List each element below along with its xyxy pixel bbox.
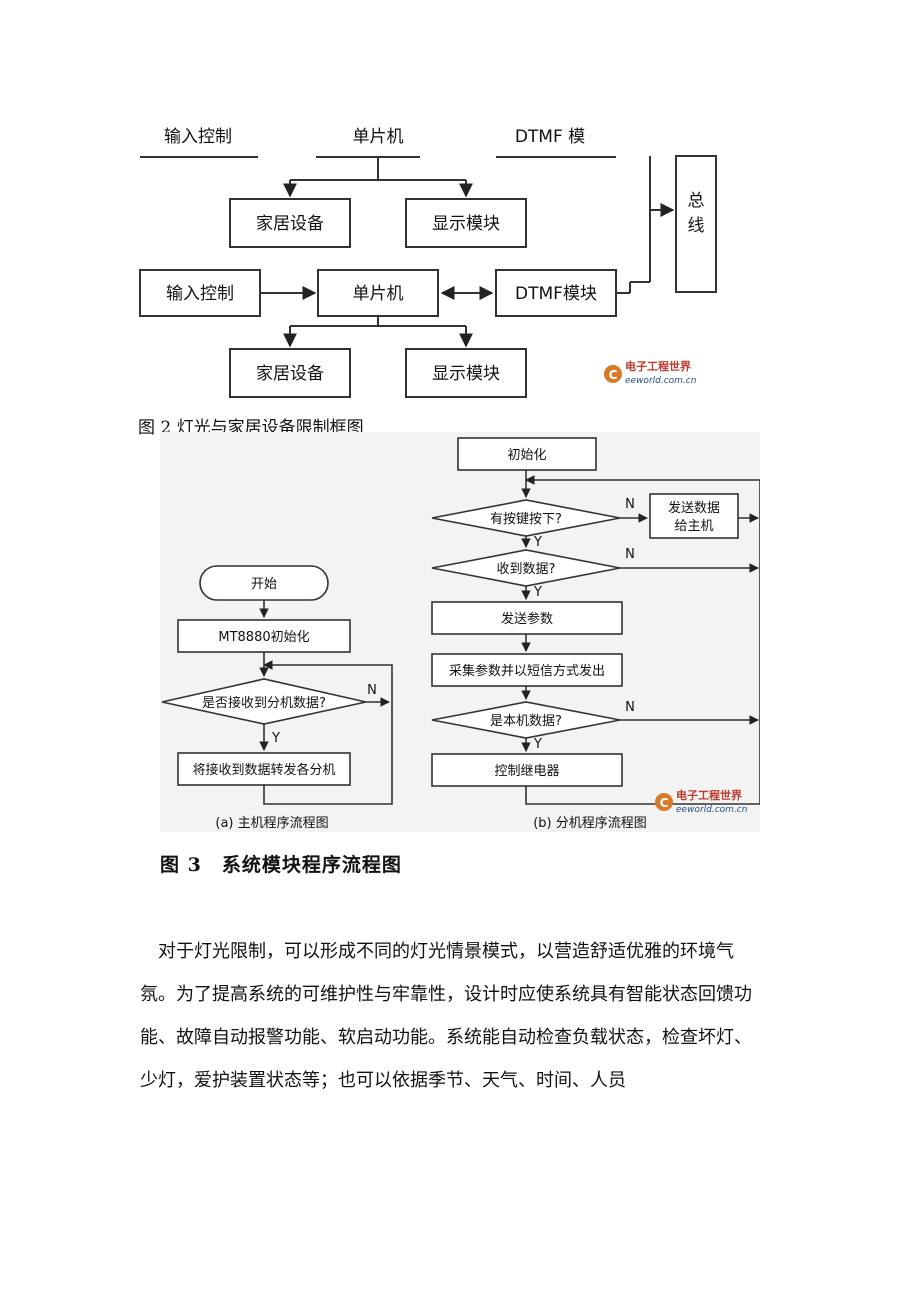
host-start: 开始 bbox=[251, 577, 277, 592]
ext-relay: 控制继电器 bbox=[494, 764, 559, 779]
mcu-label: 单片机 bbox=[353, 284, 404, 304]
svg-text:电子工程世界: 电子工程世界 bbox=[625, 359, 691, 373]
figure2-block-diagram: 输入控制 单片机 DTMF 模 家居设备 显示模块 总 线 输入控制 单片机 D… bbox=[139, 127, 717, 398]
top-mcu-label: 单片机 bbox=[353, 127, 404, 147]
ext-recv: 收到数据? bbox=[497, 562, 556, 577]
host-forward: 将接收到数据转发各分机 bbox=[192, 762, 335, 778]
ext-yes-3: Y bbox=[533, 737, 542, 752]
input-control-label: 输入控制 bbox=[166, 284, 234, 304]
ext-collect: 采集参数并以短信方式发出 bbox=[449, 663, 605, 679]
bus-label-1: 总 bbox=[688, 191, 705, 211]
host-label: (a) 主机程序流程图 bbox=[215, 816, 328, 831]
ext-send-host-2: 给主机 bbox=[674, 519, 713, 534]
svg-text:电子工程世界: 电子工程世界 bbox=[676, 788, 742, 802]
ext-key: 有按键按下? bbox=[490, 512, 562, 527]
ext-send-param: 发送参数 bbox=[501, 611, 553, 627]
svg-text:eeworld.com.cn: eeworld.com.cn bbox=[625, 376, 697, 386]
ext-send-host-1: 发送数据 bbox=[668, 500, 720, 516]
svg-text:C: C bbox=[660, 796, 669, 810]
eeworld-watermark: C 电子工程世界 eeworld.com.cn bbox=[604, 359, 697, 386]
eeworld-watermark-2: C 电子工程世界 eeworld.com.cn bbox=[655, 788, 748, 815]
bus-label-2: 线 bbox=[688, 216, 705, 236]
ext-no-2: N bbox=[625, 547, 635, 562]
ext-yes-1: Y bbox=[533, 535, 542, 550]
ext-no-3: N bbox=[625, 700, 635, 715]
body-paragraph: 对于灯光限制，可以形成不同的灯光情景模式，以营造舒适优雅的环境气 氛。为了提高系… bbox=[140, 930, 780, 1102]
host-no: N bbox=[367, 683, 377, 698]
display-label: 显示模块 bbox=[432, 364, 500, 384]
top-display-label: 显示模块 bbox=[432, 214, 500, 234]
home-label: 家居设备 bbox=[256, 364, 324, 384]
host-init: MT8880初始化 bbox=[218, 630, 309, 645]
paragraph-line: 能、故障自动报警功能、软启动功能。系统能自动检查负载状态，检查坏灯、 bbox=[140, 1027, 752, 1048]
ext-init: 初始化 bbox=[507, 448, 546, 463]
host-decision: 是否接收到分机数据? bbox=[202, 695, 326, 711]
paragraph-line: 氛。为了提高系统的可维护性与牢靠性，设计时应使系统具有智能状态回馈功 bbox=[140, 984, 752, 1005]
figure3-flowchart: 开始 MT8880初始化 是否接收到分机数据? N Y 将接收到数据转发各分机 … bbox=[160, 432, 760, 832]
svg-text:eeworld.com.cn: eeworld.com.cn bbox=[676, 805, 748, 815]
figure3-caption: 图 3 系统模块程序流程图 bbox=[160, 854, 402, 876]
top-input-label: 输入控制 bbox=[164, 127, 232, 147]
svg-text:C: C bbox=[609, 368, 618, 382]
dtmf-label: DTMF模块 bbox=[515, 284, 597, 304]
ext-yes-2: Y bbox=[533, 585, 542, 600]
top-dtmf-label: DTMF 模 bbox=[515, 127, 585, 147]
paragraph-line: 少灯，爱护装置状态等；也可以依据季节、天气、时间、人员 bbox=[140, 1070, 626, 1091]
ext-no-1: N bbox=[625, 497, 635, 512]
top-home-label: 家居设备 bbox=[256, 214, 324, 234]
paragraph-line: 对于灯光限制，可以形成不同的灯光情景模式，以营造舒适优雅的环境气 bbox=[158, 941, 734, 962]
ext-label: (b) 分机程序流程图 bbox=[533, 816, 647, 831]
ext-own: 是本机数据? bbox=[490, 714, 562, 729]
host-yes: Y bbox=[271, 731, 280, 746]
